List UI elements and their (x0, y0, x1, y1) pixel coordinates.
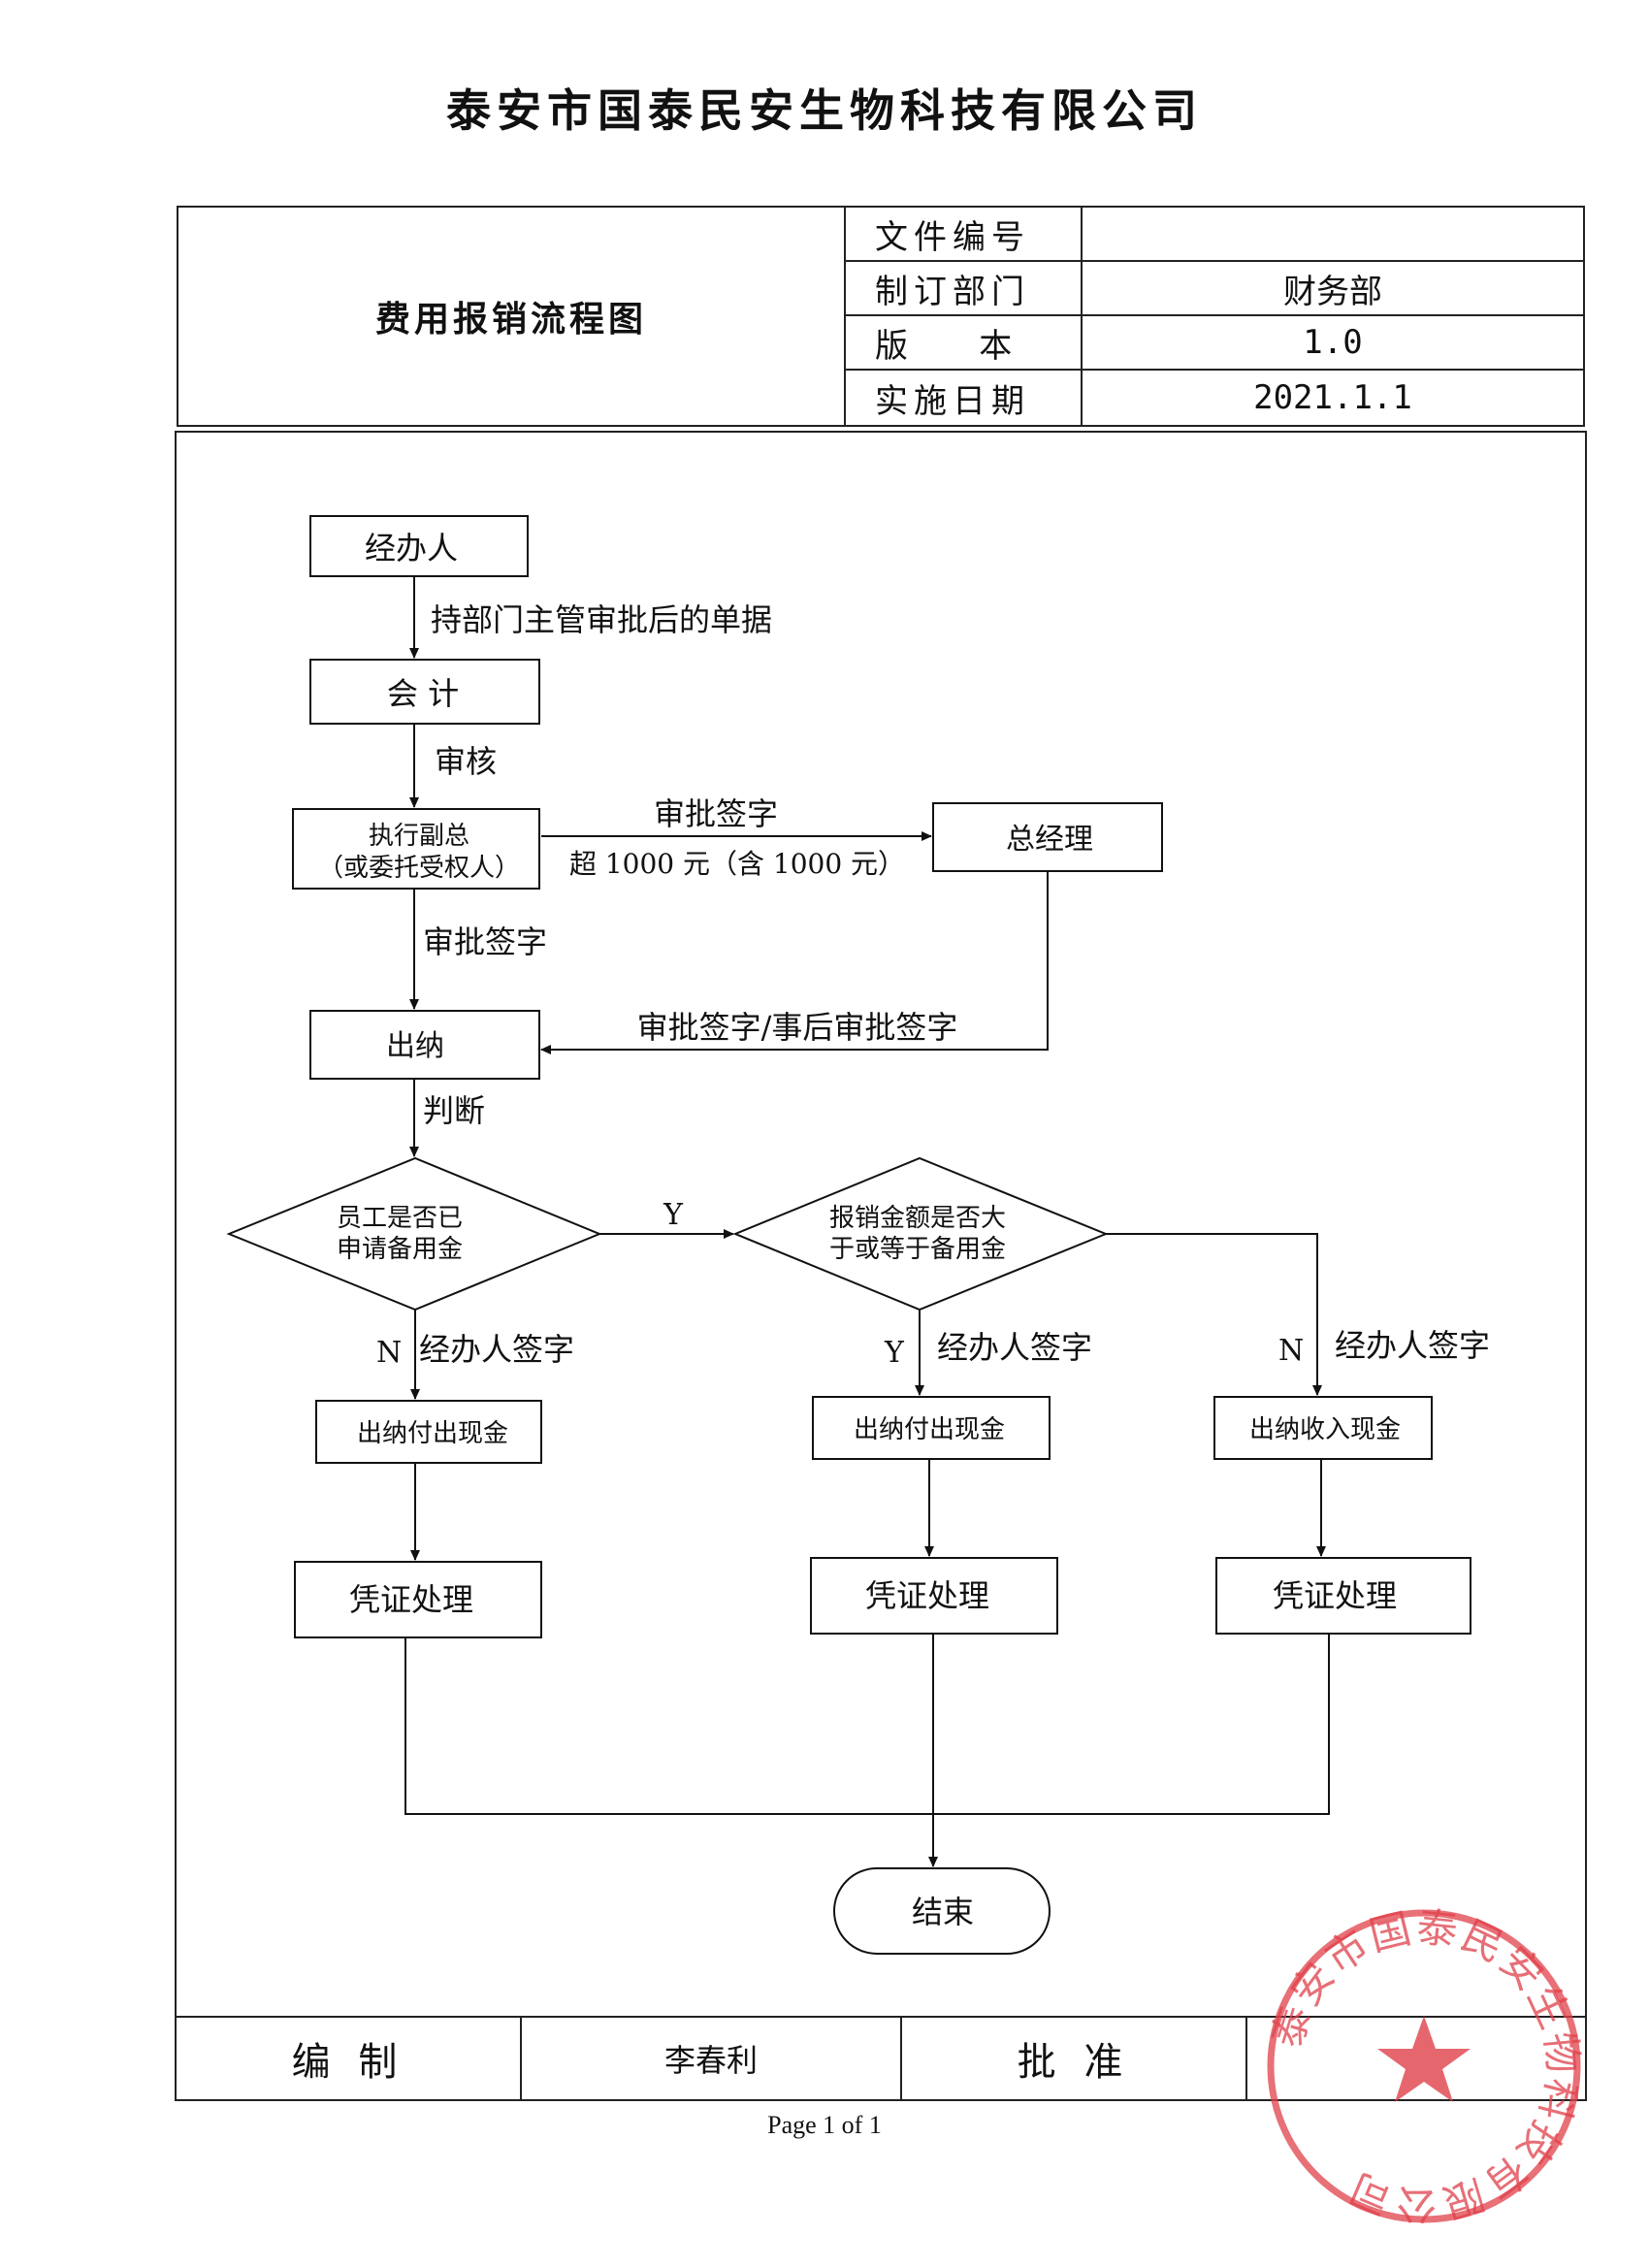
edge-gm-cashier (540, 871, 1049, 1054)
node-voucher3-box (1215, 1557, 1471, 1635)
node-vp-label-line2: （或委托受权人） (318, 854, 520, 883)
node-cashier-label: 出纳 (386, 1029, 444, 1063)
edge-label-threshold: 超 1000 元（含 1000 元） (569, 848, 905, 880)
meta-row-effective-date: 实施日期 2021.1.1 (846, 371, 1583, 425)
meta-label: 实施日期 (846, 371, 1083, 425)
star-icon (1377, 2016, 1471, 2102)
node-gm-label: 总经理 (1006, 823, 1093, 857)
decision-advance-line2: 申请备用金 (337, 1235, 463, 1264)
footer-signoff-table: 编 制 李春利 批 准 (175, 2016, 1587, 2101)
edge-label-judge: 判断 (423, 1092, 485, 1129)
edge-label-yes-2: Y (884, 1336, 905, 1370)
meta-label: 文件编号 (846, 208, 1083, 260)
edge-label-no-2: N (1278, 1334, 1304, 1368)
node-handler-box (309, 515, 529, 577)
decision-amount-line2: 于或等于备用金 (829, 1235, 1006, 1264)
meta-label: 制订部门 (846, 262, 1083, 314)
meta-label: 版 本 (846, 316, 1083, 369)
node-pay1-label: 出纳付出现金 (357, 1419, 508, 1448)
edge-label-sign-1: 经办人签字 (419, 1331, 574, 1368)
node-accountant-box (309, 659, 540, 725)
node-vp-box (292, 808, 540, 890)
node-voucher3-label: 凭证处理 (1273, 1577, 1397, 1614)
meta-value: 财务部 (1283, 272, 1382, 311)
node-receive-box (1213, 1396, 1433, 1460)
decision-amount-line1: 报销金额是否大 (829, 1204, 1006, 1233)
node-voucher1-box (294, 1561, 542, 1638)
edge-label-sign-2: 经办人签字 (937, 1329, 1092, 1366)
decision-advance-box (226, 1156, 602, 1312)
node-vp-label-line1: 执行副总 (369, 822, 469, 851)
edge-label-yes-1: Y (663, 1198, 684, 1232)
edge-label-review: 审核 (435, 743, 497, 780)
meta-value: 2021.1.1 (1253, 378, 1412, 417)
prepared-by-label: 编 制 (177, 2018, 522, 2099)
node-accountant-label: 会 计 (387, 675, 459, 712)
edge-label-no-1: N (376, 1336, 402, 1370)
node-end-label: 结束 (912, 1894, 974, 1930)
page-number: Page 1 of 1 (767, 2111, 882, 2139)
decision-amount-box (732, 1156, 1109, 1312)
node-end-box (833, 1867, 1051, 1955)
company-seal-stamp: 泰安市国泰民安生物科技有限公司 (1263, 1903, 1585, 2229)
meta-value: 1.0 (1303, 323, 1363, 362)
edge-label-submit: 持部门主管审批后的单据 (431, 601, 772, 638)
node-receive-label: 出纳收入现金 (1249, 1415, 1401, 1444)
edge-label-sign-3: 经办人签字 (1335, 1327, 1490, 1364)
edge-merge-line (404, 1634, 1330, 1815)
company-name: 泰安市国泰民安生物科技有限公司 (446, 84, 1203, 137)
node-pay2-box (812, 1396, 1051, 1460)
prepared-by-value: 李春利 (522, 2018, 902, 2099)
document-title: 费用报销流程图 (178, 208, 846, 425)
node-pay2-label: 出纳付出现金 (854, 1415, 1005, 1444)
document-header-table: 费用报销流程图 文件编号 制订部门 财务部 版 本 1.0 实施日期 2021.… (177, 206, 1585, 427)
edge-label-gm-approve: 审批签字 (654, 795, 778, 832)
node-cashier-box (309, 1010, 540, 1080)
meta-row-version: 版 本 1.0 (846, 316, 1583, 371)
meta-row-doc-number: 文件编号 (846, 208, 1583, 262)
node-pay1-box (315, 1400, 542, 1464)
node-voucher1-label: 凭证处理 (349, 1581, 473, 1618)
node-voucher2-label: 凭证处理 (865, 1577, 989, 1614)
meta-row-department: 制订部门 财务部 (846, 262, 1583, 316)
edge-label-gm-post-approve: 审批签字/事后审批签字 (637, 1009, 958, 1046)
edge-amount-no (1106, 1233, 1322, 1396)
approved-by-label: 批 准 (902, 2018, 1247, 2099)
edge-label-vp-approve: 审批签字 (423, 923, 547, 960)
node-handler-label: 经办人 (365, 530, 458, 567)
decision-advance-line1: 员工是否已 (337, 1204, 463, 1233)
